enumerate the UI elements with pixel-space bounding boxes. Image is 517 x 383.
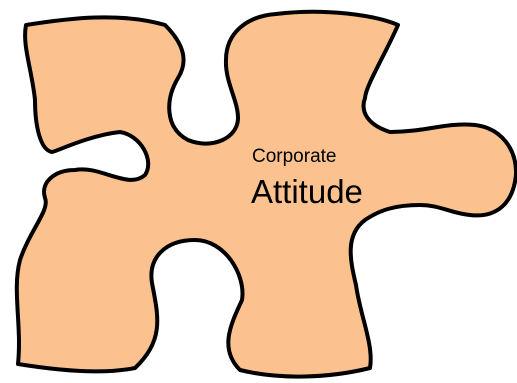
piece-label-line1: Corporate — [252, 146, 337, 167]
piece-label-line2: Attitude — [251, 173, 363, 210]
puzzle-piece-shape — [14, 9, 517, 379]
